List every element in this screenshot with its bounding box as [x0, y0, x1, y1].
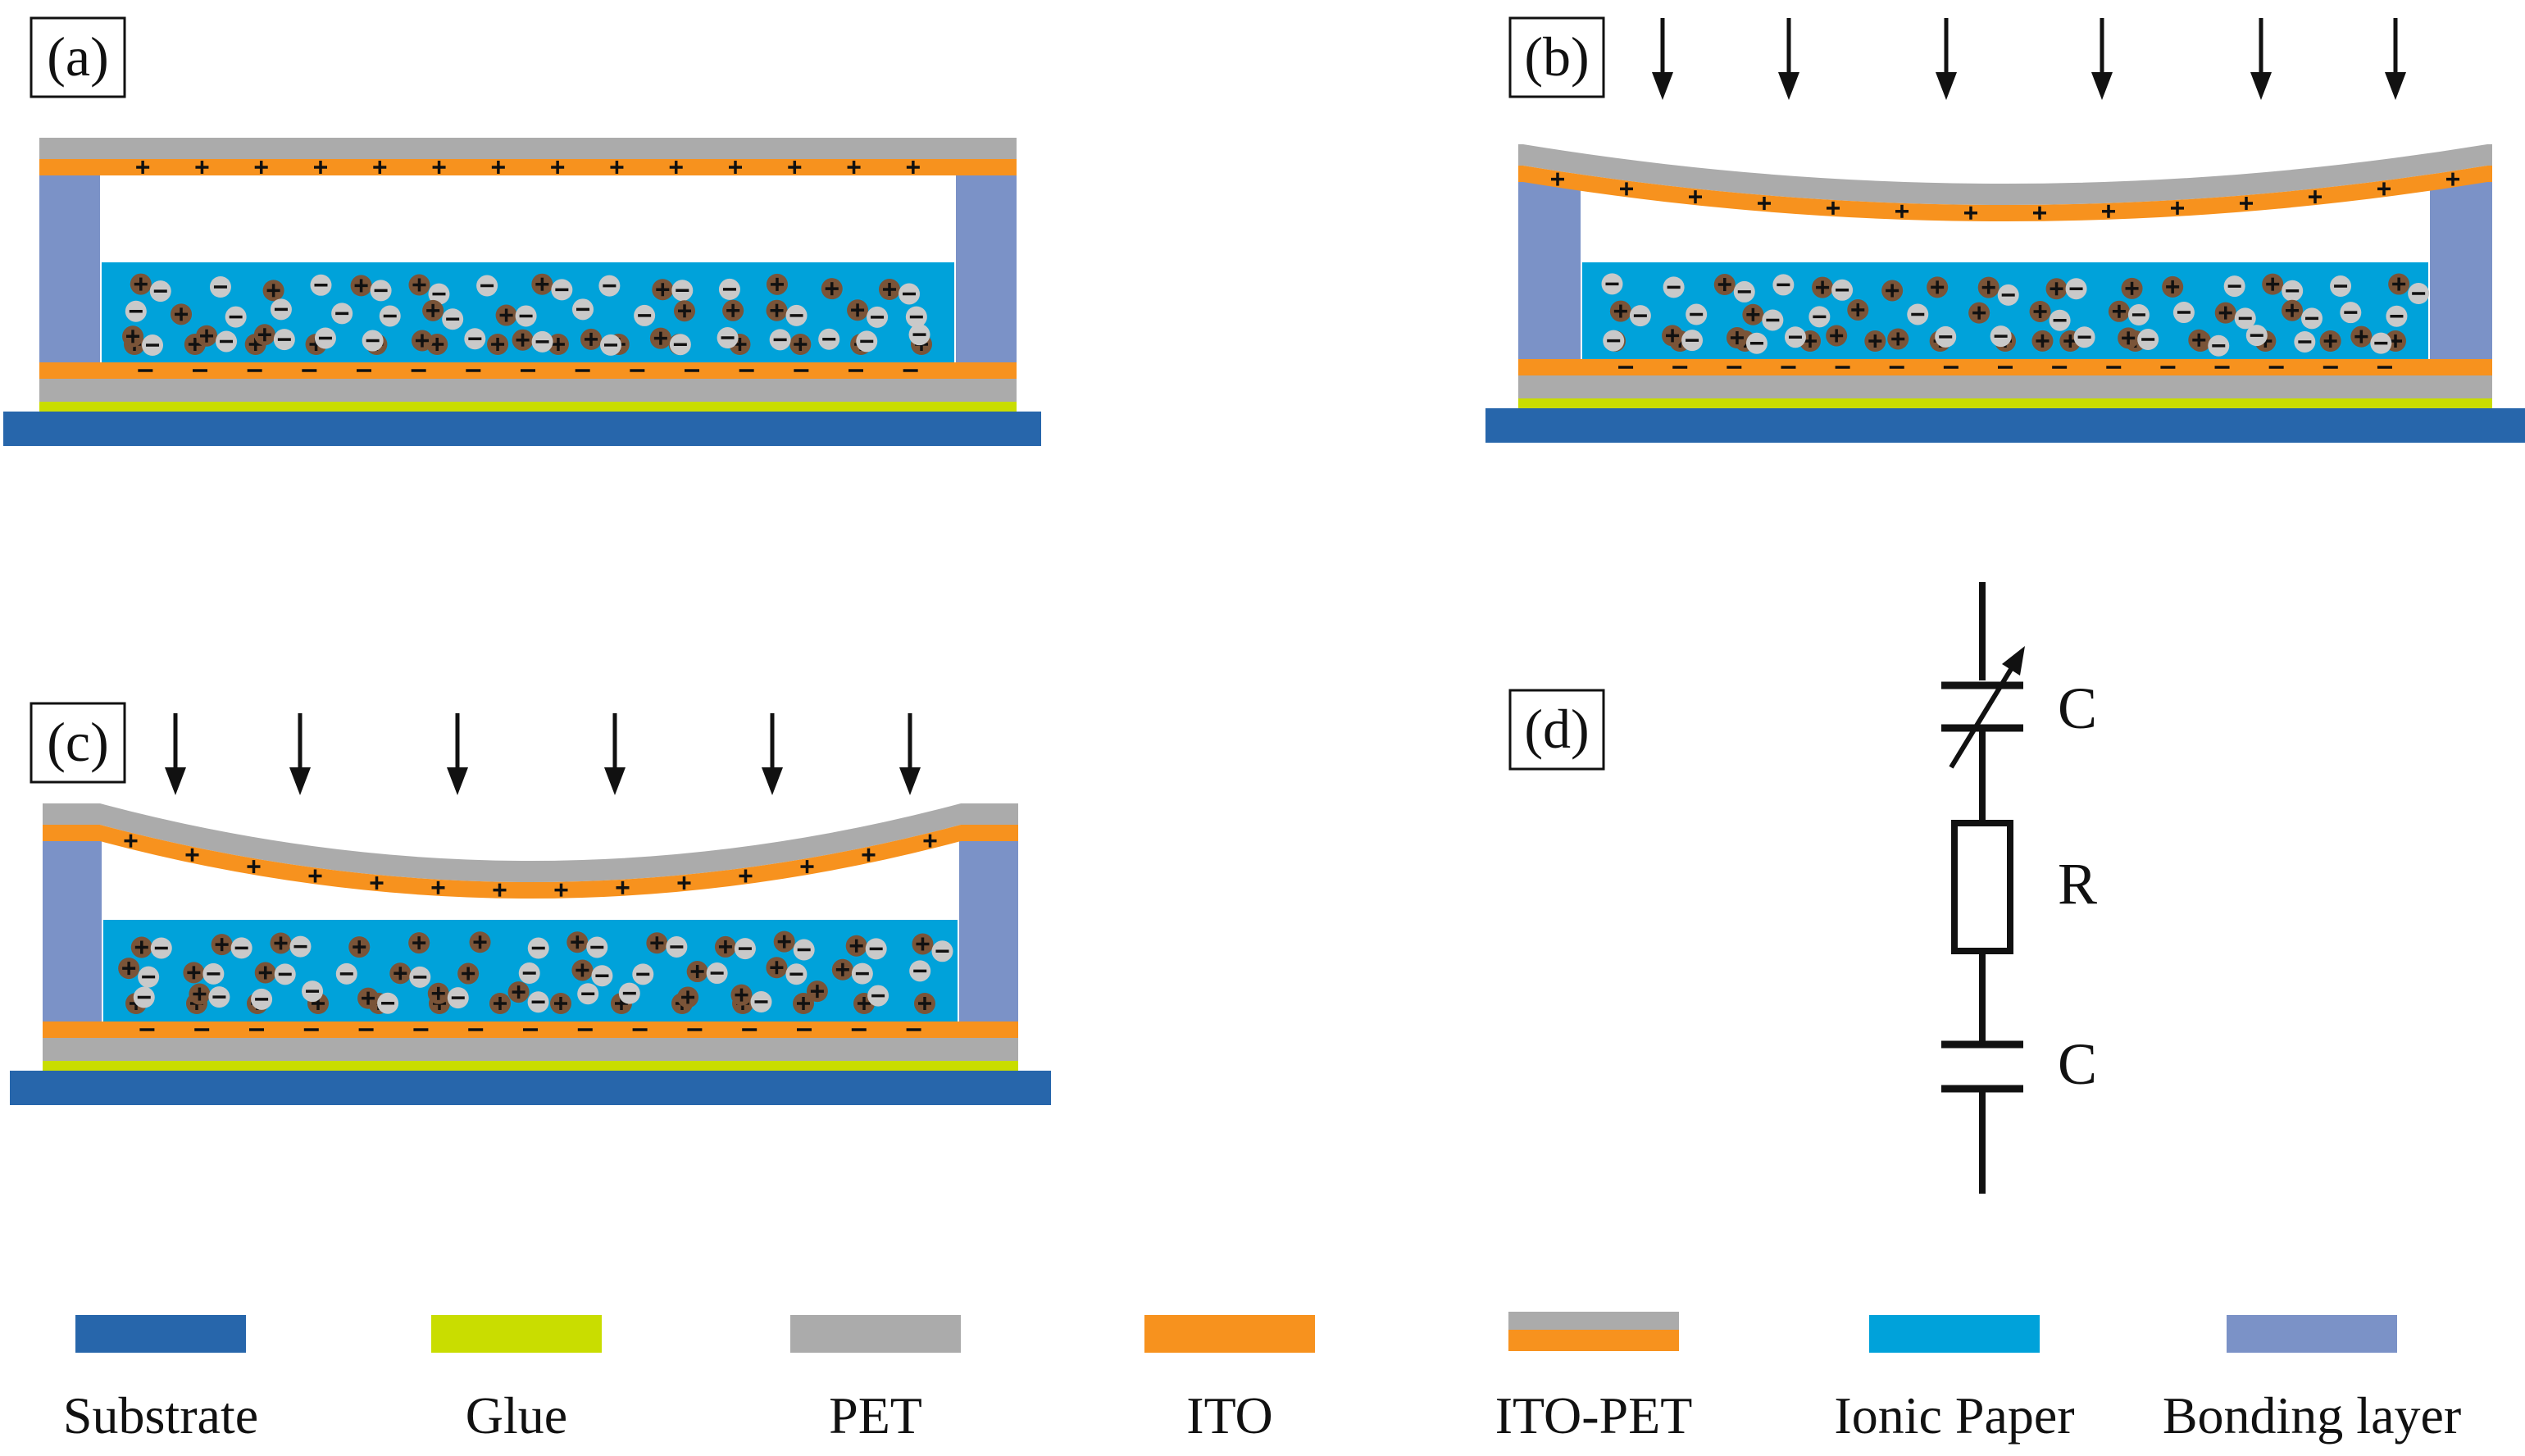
top-pet-layer: [43, 803, 1018, 882]
pressure-arrow-head: [1936, 72, 1957, 100]
circuit-label-c-bottom: C: [2058, 1031, 2097, 1097]
panel-d: [1941, 582, 2025, 1194]
bottom-pet-layer: [1518, 375, 2492, 398]
panel-c: [10, 713, 1051, 1105]
pressure-arrow-head: [762, 767, 783, 795]
pressure-arrow-head: [289, 767, 311, 795]
circuit-label-r: R: [2058, 851, 2097, 917]
legend-item-bonding-layer: Bonding layer: [2163, 1315, 2461, 1445]
legend-label-glue: Glue: [466, 1386, 567, 1445]
legend-swatch-ito-pet-pet: [1508, 1312, 1679, 1330]
pressure-arrow-head: [1652, 72, 1673, 100]
legend-label-substrate: Substrate: [63, 1386, 258, 1445]
panel-label-a-text: (a): [47, 25, 108, 88]
right-bonding-layer: [956, 174, 1017, 362]
legend-label-pet: PET: [829, 1386, 922, 1445]
pressure-arrow-head: [165, 767, 186, 795]
panel-label-b: (b): [1508, 16, 1605, 98]
pressure-arrow-head: [604, 767, 626, 795]
top-ito-layer: [1518, 166, 2492, 221]
legend-item-ionic-paper: Ionic Paper: [1834, 1315, 2075, 1445]
legend-item-ito: ITO: [1144, 1315, 1315, 1445]
legend-item-pet: PET: [790, 1315, 961, 1445]
legend-swatch-pet: [790, 1315, 961, 1353]
legend: Substrate Glue PET ITO ITO-PET Ionic Paper Bon…: [63, 1312, 2461, 1445]
legend-swatch-ito: [1144, 1315, 1315, 1353]
panel-label-d: (d): [1508, 689, 1605, 771]
circuit-label-c-top: C: [2058, 676, 2097, 741]
glue-layer: [39, 402, 1017, 412]
pressure-arrow-head: [899, 767, 921, 795]
substrate-layer: [1485, 408, 2525, 443]
right-bonding-layer: [2430, 182, 2492, 359]
bottom-pet-layer: [43, 1038, 1018, 1061]
legend-swatch-substrate: [75, 1315, 246, 1353]
panel-a: [3, 138, 1041, 446]
substrate-layer: [3, 412, 1041, 446]
glue-layer: [1518, 398, 2492, 408]
pressure-arrow-head: [2385, 72, 2406, 100]
panel-label-b-text: (b): [1524, 25, 1589, 88]
panel-label-c-text: (c): [47, 711, 108, 773]
left-bonding-layer: [43, 835, 102, 1021]
resistor: [1951, 820, 2013, 954]
panel-b: [1485, 18, 2525, 443]
legend-label-ito: ITO: [1186, 1386, 1272, 1445]
left-bonding-layer: [1518, 182, 1581, 359]
legend-item-ito-pet: ITO-PET: [1495, 1312, 1693, 1445]
legend-label-ionic-paper: Ionic Paper: [1834, 1386, 2074, 1445]
legend-item-substrate: Substrate: [63, 1315, 258, 1445]
panel-label-c: (c): [30, 702, 126, 784]
pressure-arrow-head: [2091, 72, 2113, 100]
legend-label-bonding-layer: Bonding layer: [2163, 1386, 2461, 1445]
panel-label-a: (a): [30, 16, 126, 98]
substrate-layer: [10, 1071, 1051, 1105]
top-ito-layer: [43, 825, 1018, 899]
top-pet-layer: [1518, 144, 2492, 205]
panel-label-d-text: (d): [1524, 698, 1589, 760]
right-bonding-layer: [959, 835, 1018, 1021]
glue-layer: [43, 1061, 1018, 1071]
legend-label-ito-pet: ITO-PET: [1495, 1386, 1693, 1445]
legend-swatch-ionic-paper: [1869, 1315, 2040, 1353]
legend-swatch-glue: [431, 1315, 602, 1353]
pressure-arrow-head: [2250, 72, 2272, 100]
pressure-arrow-head: [1778, 72, 1799, 100]
left-bonding-layer: [39, 174, 100, 362]
top-pet-layer: [39, 138, 1017, 159]
legend-swatch-bonding-layer: [2227, 1315, 2397, 1353]
pressure-arrow-head: [447, 767, 468, 795]
variable-capacitor-arrow: [1949, 661, 2018, 769]
top-ito-layer: [39, 159, 1017, 175]
bottom-pet-layer: [39, 379, 1017, 402]
variable-capacitor-arrowhead: [2002, 646, 2025, 676]
legend-swatch-ito-pet-ito: [1508, 1330, 1679, 1351]
legend-item-glue: Glue: [431, 1315, 602, 1445]
